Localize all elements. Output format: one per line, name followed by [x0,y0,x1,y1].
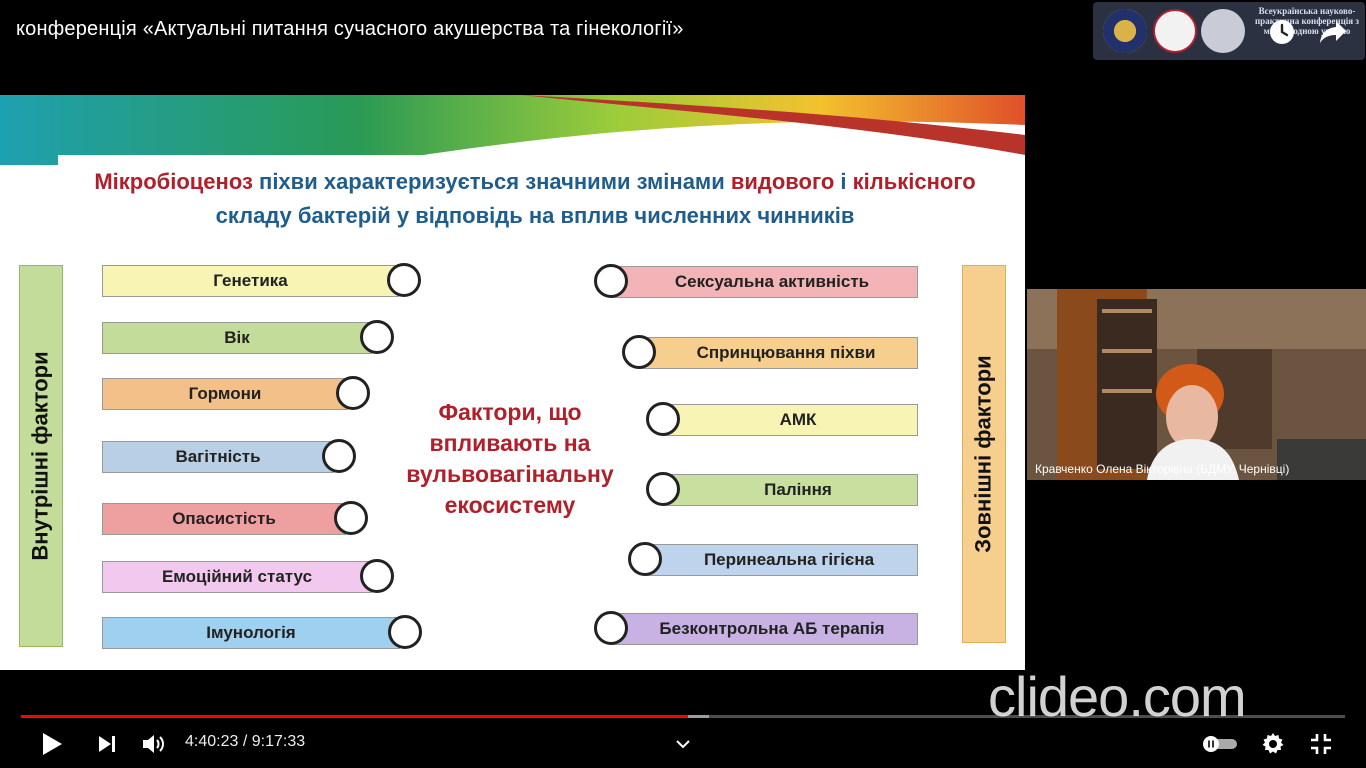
connector-ring [646,472,680,506]
internal-factor-label: Вік [224,328,250,347]
internal-factor-box: Гормони [102,378,348,410]
connector-ring [388,615,422,649]
internal-factor-box: Генетика [102,265,399,297]
share-button[interactable] [1318,18,1348,51]
chevron-down-icon [676,740,690,749]
external-factor-label: Перинеальна гігієна [703,550,875,569]
connector-ring [322,439,356,473]
connector-ring [594,264,628,298]
internal-factor-label: Імунологія [206,623,296,642]
connector-ring [387,263,421,297]
time-display: 4:40:23 / 9:17:33 [185,733,305,751]
external-factor-label: Спринцювання піхви [696,343,876,362]
speaker-video [1027,289,1366,480]
video-title[interactable]: конференція «Актуальні питання сучасного… [16,18,684,40]
exit-fullscreen-icon [1311,734,1331,754]
internal-factors-text: Внутрішні фактори [28,351,53,561]
headline-part: піхви характеризується значними [259,169,637,194]
connector-ring [360,559,394,593]
progress-bar[interactable] [21,715,1345,718]
internal-factor-box: Вагітність [102,441,334,473]
fullscreen-button[interactable] [1306,728,1336,760]
external-factor-label: АМК [779,410,817,429]
headline-part: змінами [636,169,731,194]
internal-factor-label: Емоційний статус [161,567,313,586]
slide-headline: Мікробіоценоз піхви характеризується зна… [60,165,1010,233]
volume-icon [143,735,164,753]
connector-ring [646,402,680,436]
next-icon [99,736,115,752]
conference-logo: Всеукраїнська науково-практична конферен… [1093,2,1365,60]
connector-ring [360,320,394,354]
external-factor-box: Сексуальна активність [612,266,918,298]
played-bar [21,715,689,718]
next-button[interactable] [92,728,122,760]
slide-banner [0,95,1025,165]
autoplay-toggle-icon [1203,736,1237,752]
gear-icon [1262,733,1284,754]
time-separator: / [238,733,252,750]
internal-factor-box: Вік [102,322,372,354]
external-factor-label: Сексуальна активність [674,272,870,291]
internal-factor-label: Опасистість [172,509,276,528]
autoplay-toggle[interactable] [1200,728,1240,760]
medical-emblem [1153,9,1197,53]
internal-factor-box: Імунологія [102,617,400,649]
speaker-webcam: Кравченко Олена Вікторівна (БДМУ, Чернів… [1027,289,1366,480]
external-factor-box: Перинеальна гігієна [646,544,918,576]
connector-ring [628,542,662,576]
presentation-slide: Мікробіоценоз піхви характеризується зна… [0,95,1025,670]
play-button[interactable] [36,728,68,760]
connector-ring [622,335,656,369]
external-factor-box: Безконтрольна АБ терапія [612,613,918,645]
external-factor-box: Паління [664,474,918,506]
clideo-watermark: clideo.com [988,665,1247,728]
connector-ring [594,611,628,645]
headline-part: кількісного [852,169,976,194]
watch-later-button[interactable] [1268,18,1296,51]
center-caption: Фактори, що впливають на вульвовагінальн… [406,399,614,518]
play-icon [43,733,62,755]
internal-factors-label: Внутрішні фактори [19,265,63,647]
volume-button[interactable] [139,728,171,760]
internal-factor-label: Гормони [188,384,262,403]
internal-factor-box: Емоційний статус [102,561,372,593]
university-seal [1103,9,1147,53]
internal-factor-label: Вагітність [175,447,261,466]
share-icon [1320,21,1346,43]
external-factor-box: АМК [664,404,918,436]
clock-icon [1270,20,1294,44]
mother-child-emblem [1201,9,1245,53]
external-factor-label: Паління [764,480,832,499]
duration: 9:17:33 [251,733,306,750]
headline-part: складу бактерій у відповідь на вплив чис… [215,203,855,228]
headline-part: і [840,169,853,194]
connector-ring [334,501,368,535]
current-time: 4:40:23 [185,733,239,750]
settings-button[interactable] [1258,728,1288,760]
external-factors-text: Зовнішні фактори [971,355,997,553]
headline-part: видового [730,169,841,194]
external-factor-box: Спринцювання піхви [640,337,918,369]
participant-name: Кравченко Олена Вікторівна (БДМУ, Чернів… [1035,462,1290,476]
connector-ring [336,376,370,410]
headline-part: Мікробіоценоз [94,169,260,194]
internal-factor-box: Опасистість [102,503,346,535]
external-factor-label: Безконтрольна АБ терапія [659,619,885,638]
conference-logo-text: Всеукраїнська науково-практична конферен… [1254,6,1360,36]
chapters-button[interactable] [670,728,696,760]
internal-factor-label: Генетика [213,271,288,290]
external-factors-label: Зовнішні фактори [962,265,1006,643]
